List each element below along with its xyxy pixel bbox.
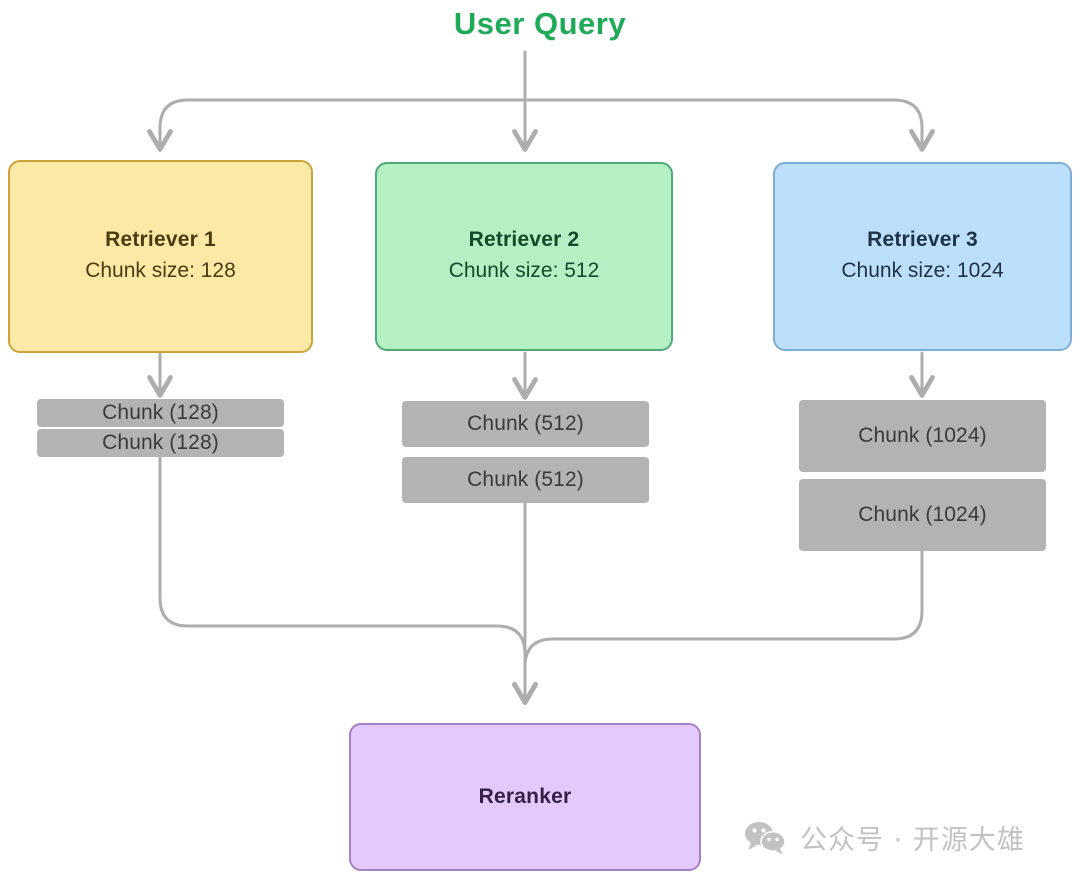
chunk-bar-1024-b[interactable]: Chunk (1024) [799, 479, 1046, 551]
page-title: User Query [453, 6, 627, 41]
chunk-bar-128-b[interactable]: Chunk (128) [37, 429, 284, 457]
node-retriever-1[interactable]: Retriever 1 Chunk size: 128 [8, 160, 313, 353]
connector-query-to-retriever-3 [523, 98, 935, 152]
reranker-title: Reranker [478, 784, 572, 808]
watermark: 公众号 · 开源大雄 [744, 818, 1025, 857]
retriever-3-title: Retriever 3 [867, 228, 978, 252]
retriever-2-subtitle: Chunk size: 512 [448, 259, 600, 283]
node-retriever-3[interactable]: Retriever 3 Chunk size: 1024 [773, 162, 1072, 351]
retriever-2-title: Retriever 2 [468, 228, 580, 252]
chunk-bar-128-a[interactable]: Chunk (128) [37, 399, 284, 427]
chunk-bar-512-a[interactable]: Chunk (512) [402, 401, 649, 447]
chunk-bar-512-b[interactable]: Chunk (512) [402, 457, 649, 503]
watermark-text: 公众号 · 开源大雄 [800, 825, 1025, 856]
retriever-1-subtitle: Chunk size: 128 [85, 259, 236, 283]
connector-query-to-retriever-1 [147, 98, 527, 152]
connector-chunks-1-to-reranker [158, 455, 538, 705]
connector-chunks-3-to-reranker [512, 549, 924, 705]
wechat-icon [744, 821, 788, 855]
node-retriever-2[interactable]: Retriever 2 Chunk size: 512 [375, 162, 673, 351]
retriever-3-subtitle: Chunk size: 1024 [841, 259, 1004, 283]
chunk-bar-1024-a[interactable]: Chunk (1024) [799, 400, 1046, 472]
retriever-1-title: Retriever 1 [105, 228, 216, 252]
node-reranker[interactable]: Reranker [349, 723, 701, 871]
